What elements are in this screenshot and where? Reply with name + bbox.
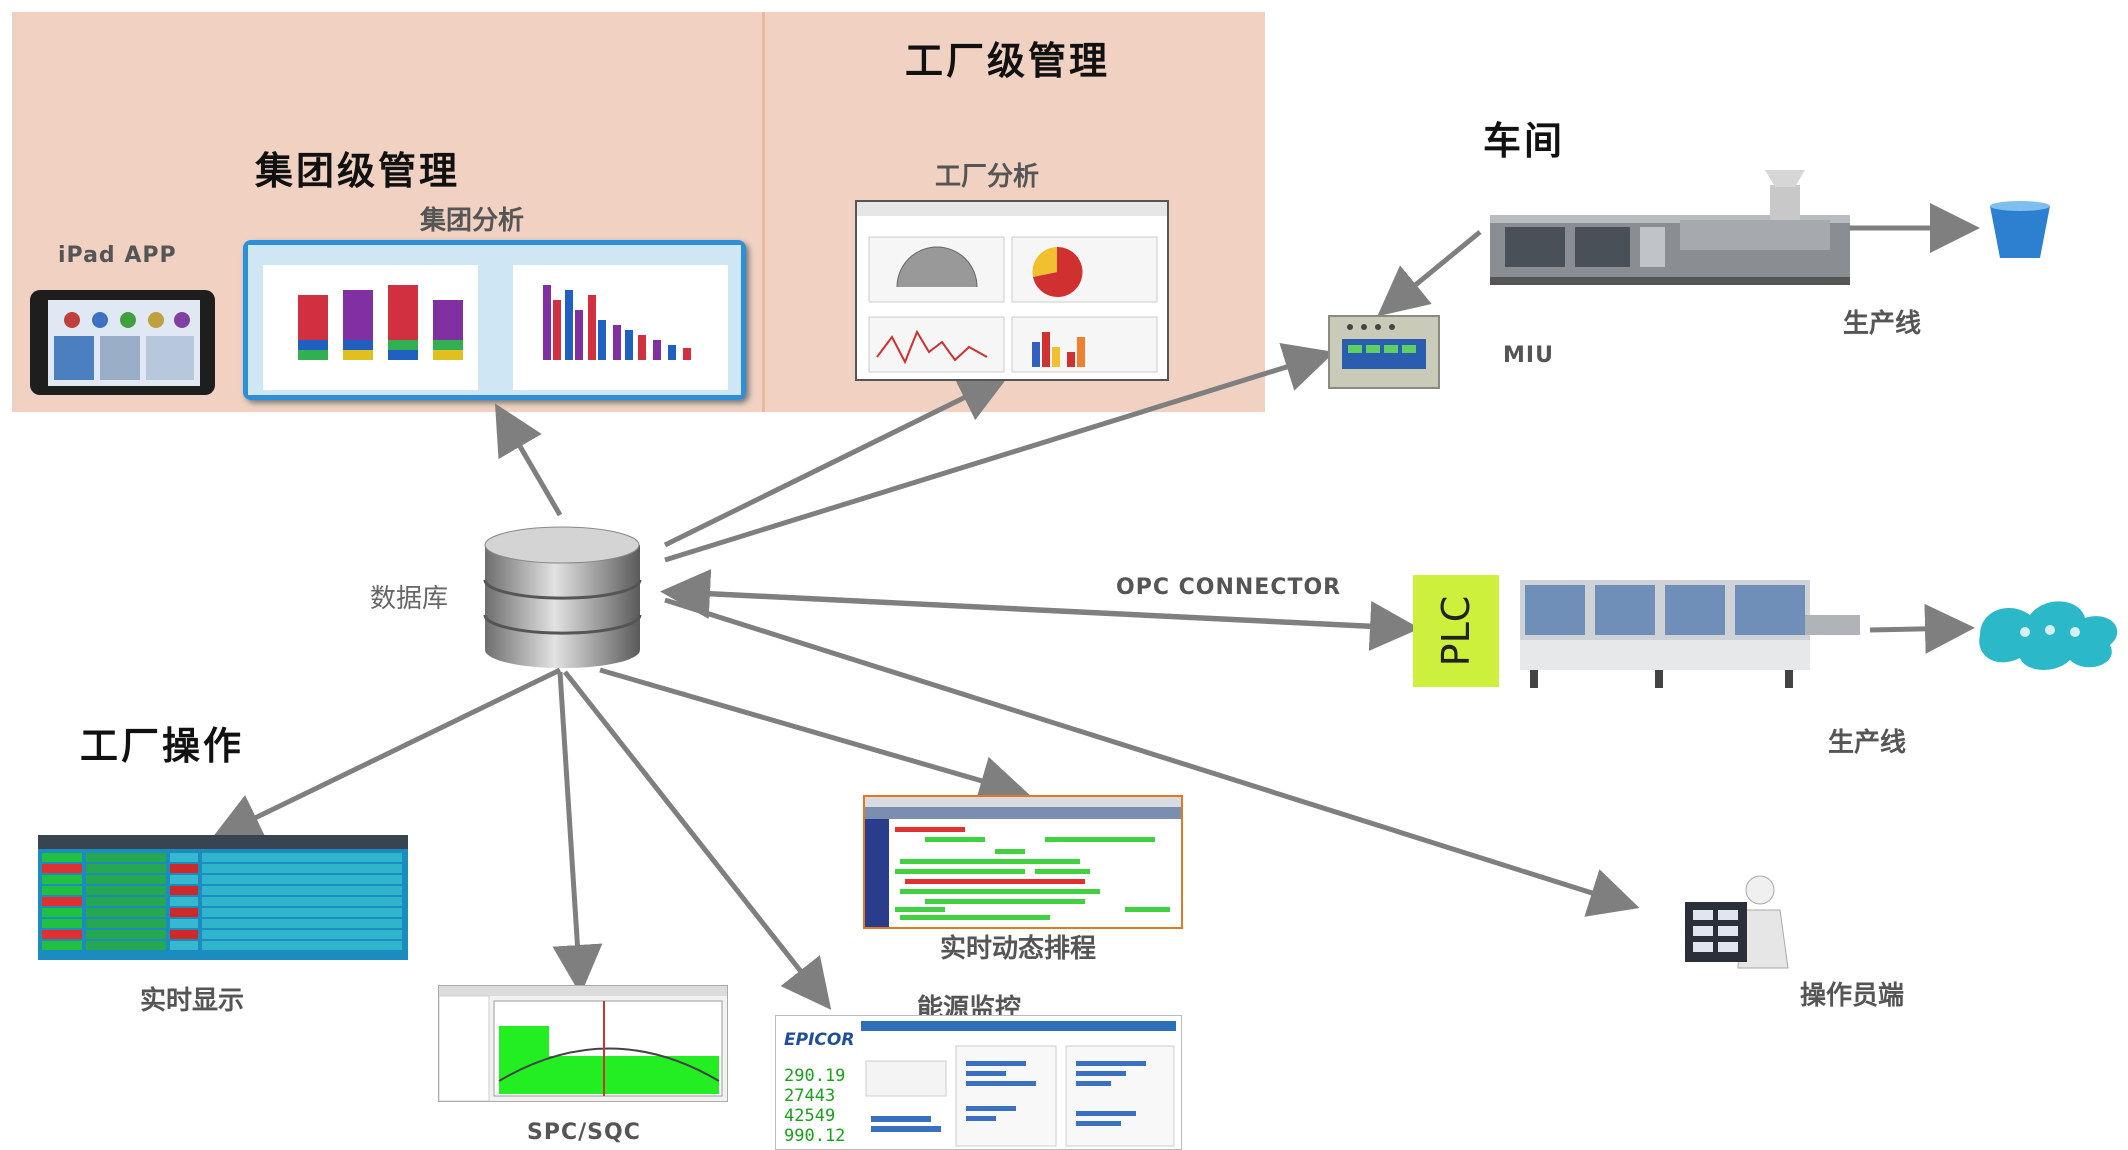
group-analysis-label: 集团分析 bbox=[420, 206, 525, 236]
opc-connector-label: OPC CONNECTOR bbox=[1116, 575, 1342, 600]
finished-product-icon bbox=[1970, 590, 2128, 675]
injection-molding-machine bbox=[1480, 165, 1855, 290]
miu-device bbox=[1328, 315, 1440, 389]
factory-management-title: 工厂级管理 bbox=[905, 39, 1111, 83]
ipad-device bbox=[30, 290, 215, 395]
group-analysis-screen bbox=[243, 240, 746, 400]
realtime-scheduling-label: 实时动态排程 bbox=[940, 934, 1097, 964]
energy-monitoring-screenshot: EPICOR 290.19 27443 42549 990.12 bbox=[775, 1015, 1182, 1150]
energy-value: 42549 bbox=[784, 1106, 836, 1126]
epicor-logo: EPICOR bbox=[784, 1030, 855, 1050]
energy-value-list: 290.19 27443 42549 990.12 bbox=[784, 1066, 854, 1146]
energy-value: 27443 bbox=[784, 1086, 836, 1106]
realtime-display-screenshot bbox=[38, 835, 408, 960]
workshop-title: 车间 bbox=[1483, 119, 1566, 163]
factory-analysis-dashboard bbox=[855, 200, 1169, 381]
factory-operations-title: 工厂操作 bbox=[80, 724, 245, 768]
arrow-db-to-schedule bbox=[599, 667, 1030, 805]
arrow-db-to-miu bbox=[664, 342, 1335, 563]
factory-analysis-label: 工厂分析 bbox=[935, 162, 1040, 192]
assembly-line-machine bbox=[1515, 555, 1865, 690]
database-icon bbox=[480, 525, 645, 670]
plc-box: PLC bbox=[1413, 575, 1499, 687]
arrow-db-to-group-analysis bbox=[494, 403, 563, 517]
arrow-db-to-factory-analysis bbox=[663, 375, 1009, 548]
operator-terminal-icon bbox=[1680, 870, 1800, 970]
arrow-db-to-energy bbox=[563, 670, 832, 1010]
database-label: 数据库 bbox=[370, 584, 449, 614]
arrow-plc-to-db bbox=[660, 569, 1401, 631]
spc-sqc-screenshot bbox=[438, 985, 728, 1102]
ipad-app-label: iPad APP bbox=[58, 243, 177, 268]
realtime-scheduling-screenshot bbox=[863, 795, 1183, 929]
miu-label: MIU bbox=[1503, 343, 1554, 368]
energy-value: 990.12 bbox=[784, 1126, 846, 1146]
bucket-product-icon bbox=[1985, 200, 2055, 262]
operator-terminal-label: 操作员端 bbox=[1800, 981, 1905, 1011]
production-line-1-label: 生产线 bbox=[1843, 309, 1922, 339]
arrow-db-to-realtime bbox=[211, 667, 562, 841]
arrow-db-to-operator bbox=[664, 597, 1640, 917]
realtime-display-label: 实时显示 bbox=[140, 986, 245, 1016]
energy-value: 290.19 bbox=[784, 1066, 846, 1086]
plc-label: PLC bbox=[1434, 595, 1478, 667]
arrow-machine-to-miu bbox=[1377, 230, 1482, 317]
arrow-db-to-spc bbox=[552, 671, 603, 995]
production-line-2-label: 生产线 bbox=[1828, 728, 1907, 758]
arrow-line2-to-output bbox=[1869, 603, 1975, 654]
group-management-title: 集团级管理 bbox=[255, 149, 461, 193]
spc-sqc-label: SPC/SQC bbox=[527, 1120, 641, 1145]
